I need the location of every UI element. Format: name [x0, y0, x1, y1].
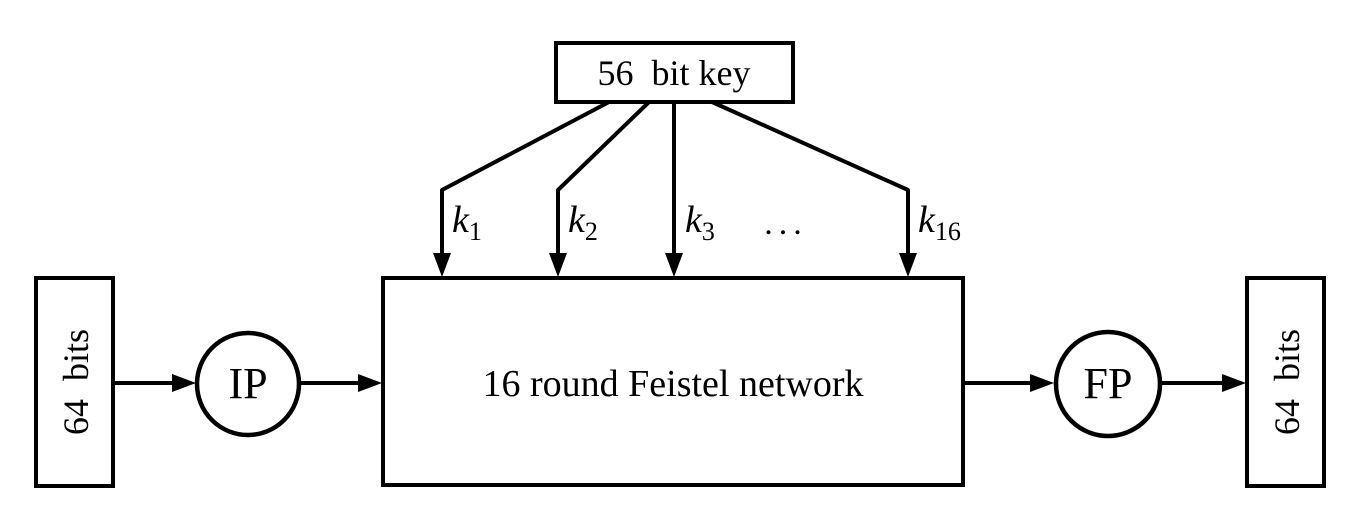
subkey-label-k1: k1 [452, 199, 482, 246]
subkey-k2-sub: 2 [585, 217, 598, 246]
fp-node [1053, 329, 1163, 439]
subkey-k16-base: k [918, 199, 936, 241]
input-box-label: 64 bits [56, 329, 96, 435]
output-box [1245, 276, 1326, 488]
arrowhead-down-k3-icon [665, 253, 683, 277]
subkey-ellipsis: ... [764, 205, 808, 242]
ip-node-label: IP [228, 359, 267, 408]
fp-node-label: FP [1084, 359, 1133, 408]
arrowhead-down-k2-icon [549, 253, 567, 277]
subkey-label-k16: k16 [918, 199, 961, 246]
subkey-k3-base: k [685, 199, 703, 241]
subkey-label-k2: k2 [568, 199, 598, 246]
subkey-k1-base: k [452, 199, 470, 241]
key-wire-k2 [556, 100, 651, 255]
feistel-box-label: 16 round Feistel network [482, 363, 863, 405]
key-wire-k16 [711, 100, 910, 255]
arrowhead-right-output-icon [1222, 374, 1246, 392]
arrowhead-right-fp-icon [1030, 374, 1054, 392]
key-box [554, 41, 795, 104]
arrowhead-down-k16-icon [899, 253, 917, 277]
arrowhead-right-ip-icon [172, 374, 196, 392]
subkey-k2-base: k [568, 199, 586, 241]
subkey-k1-sub: 1 [469, 217, 482, 246]
arrowhead-right-feistel-icon [358, 374, 382, 392]
subkey-k3-sub: 3 [702, 217, 715, 246]
key-box-label: 56 bit key [598, 53, 751, 93]
output-box-label: 64 bits [1267, 329, 1307, 435]
key-wire-k1 [440, 100, 610, 255]
subkey-k16-sub: 16 [935, 217, 961, 246]
arrowhead-down-k1-icon [433, 253, 451, 277]
subkey-label-k3: k3 [685, 199, 715, 246]
